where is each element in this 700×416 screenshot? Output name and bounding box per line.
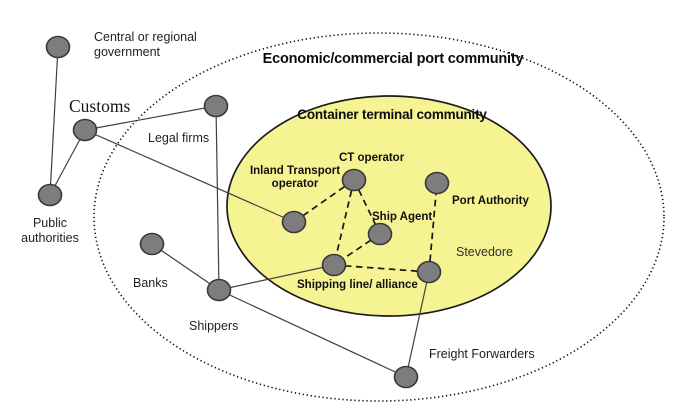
edge-customs-public-authorities <box>49 129 86 196</box>
inner-community-title: Container terminal community <box>297 107 487 122</box>
node-port-authority <box>424 171 450 195</box>
label-port-authority: Port Authority <box>452 195 529 207</box>
edge-customs-legal-firms <box>84 105 217 131</box>
label-inland-transport: Inland Transport operator <box>249 165 341 190</box>
node-legal-firms <box>203 94 229 118</box>
edge-customs-inland-transport <box>84 129 295 223</box>
edges-layer <box>49 46 438 378</box>
edge-ct-operator-shipping-line <box>333 179 355 266</box>
label-legal-firms: Legal firms <box>148 131 210 145</box>
label-freight-forwarders: Freight Forwarders <box>429 347 535 361</box>
label-banks: Banks <box>133 276 168 290</box>
label-stevedore: Stevedore <box>456 245 513 259</box>
label-shippers: Shippers <box>189 319 239 333</box>
node-customs <box>72 118 98 142</box>
node-public-authorities <box>37 183 63 207</box>
edge-banks-shippers <box>151 243 220 291</box>
label-shipping-line: Shipping line/ alliance <box>297 279 418 291</box>
node-ship-agent <box>367 222 393 246</box>
edge-legal-firms-shippers <box>215 105 220 291</box>
edge-shippers-freight-forwarders <box>218 289 407 378</box>
outer-community-ellipse <box>93 32 665 402</box>
node-government <box>45 35 71 59</box>
container-terminal-ellipse <box>226 95 552 317</box>
node-ct-operator <box>341 168 367 192</box>
node-shipping-line <box>321 253 347 277</box>
node-shippers <box>206 278 232 302</box>
edge-shipping-line-stevedore <box>333 264 430 273</box>
label-ct-operator: CT operator <box>339 152 405 164</box>
label-ship-agent: Ship Agent <box>372 211 433 223</box>
edge-stevedore-port-authority <box>428 182 438 273</box>
node-inland-transport <box>281 210 307 234</box>
edge-inland-transport-ct-operator <box>293 179 355 223</box>
label-central-government: Central or regional government <box>94 30 197 59</box>
edge-stevedore-freight-forwarders <box>405 271 430 378</box>
label-customs: Customs <box>69 96 131 116</box>
outer-community-title: Economic/commercial port community <box>262 51 524 67</box>
node-freight-forwarders <box>393 365 419 389</box>
edge-shippers-shipping-line <box>218 264 335 291</box>
label-public-authorities: Public authorities <box>21 216 79 245</box>
node-banks <box>139 232 165 256</box>
nodes-layer <box>37 35 450 389</box>
edge-government-public-authorities <box>49 46 59 196</box>
node-stevedore <box>416 260 442 284</box>
